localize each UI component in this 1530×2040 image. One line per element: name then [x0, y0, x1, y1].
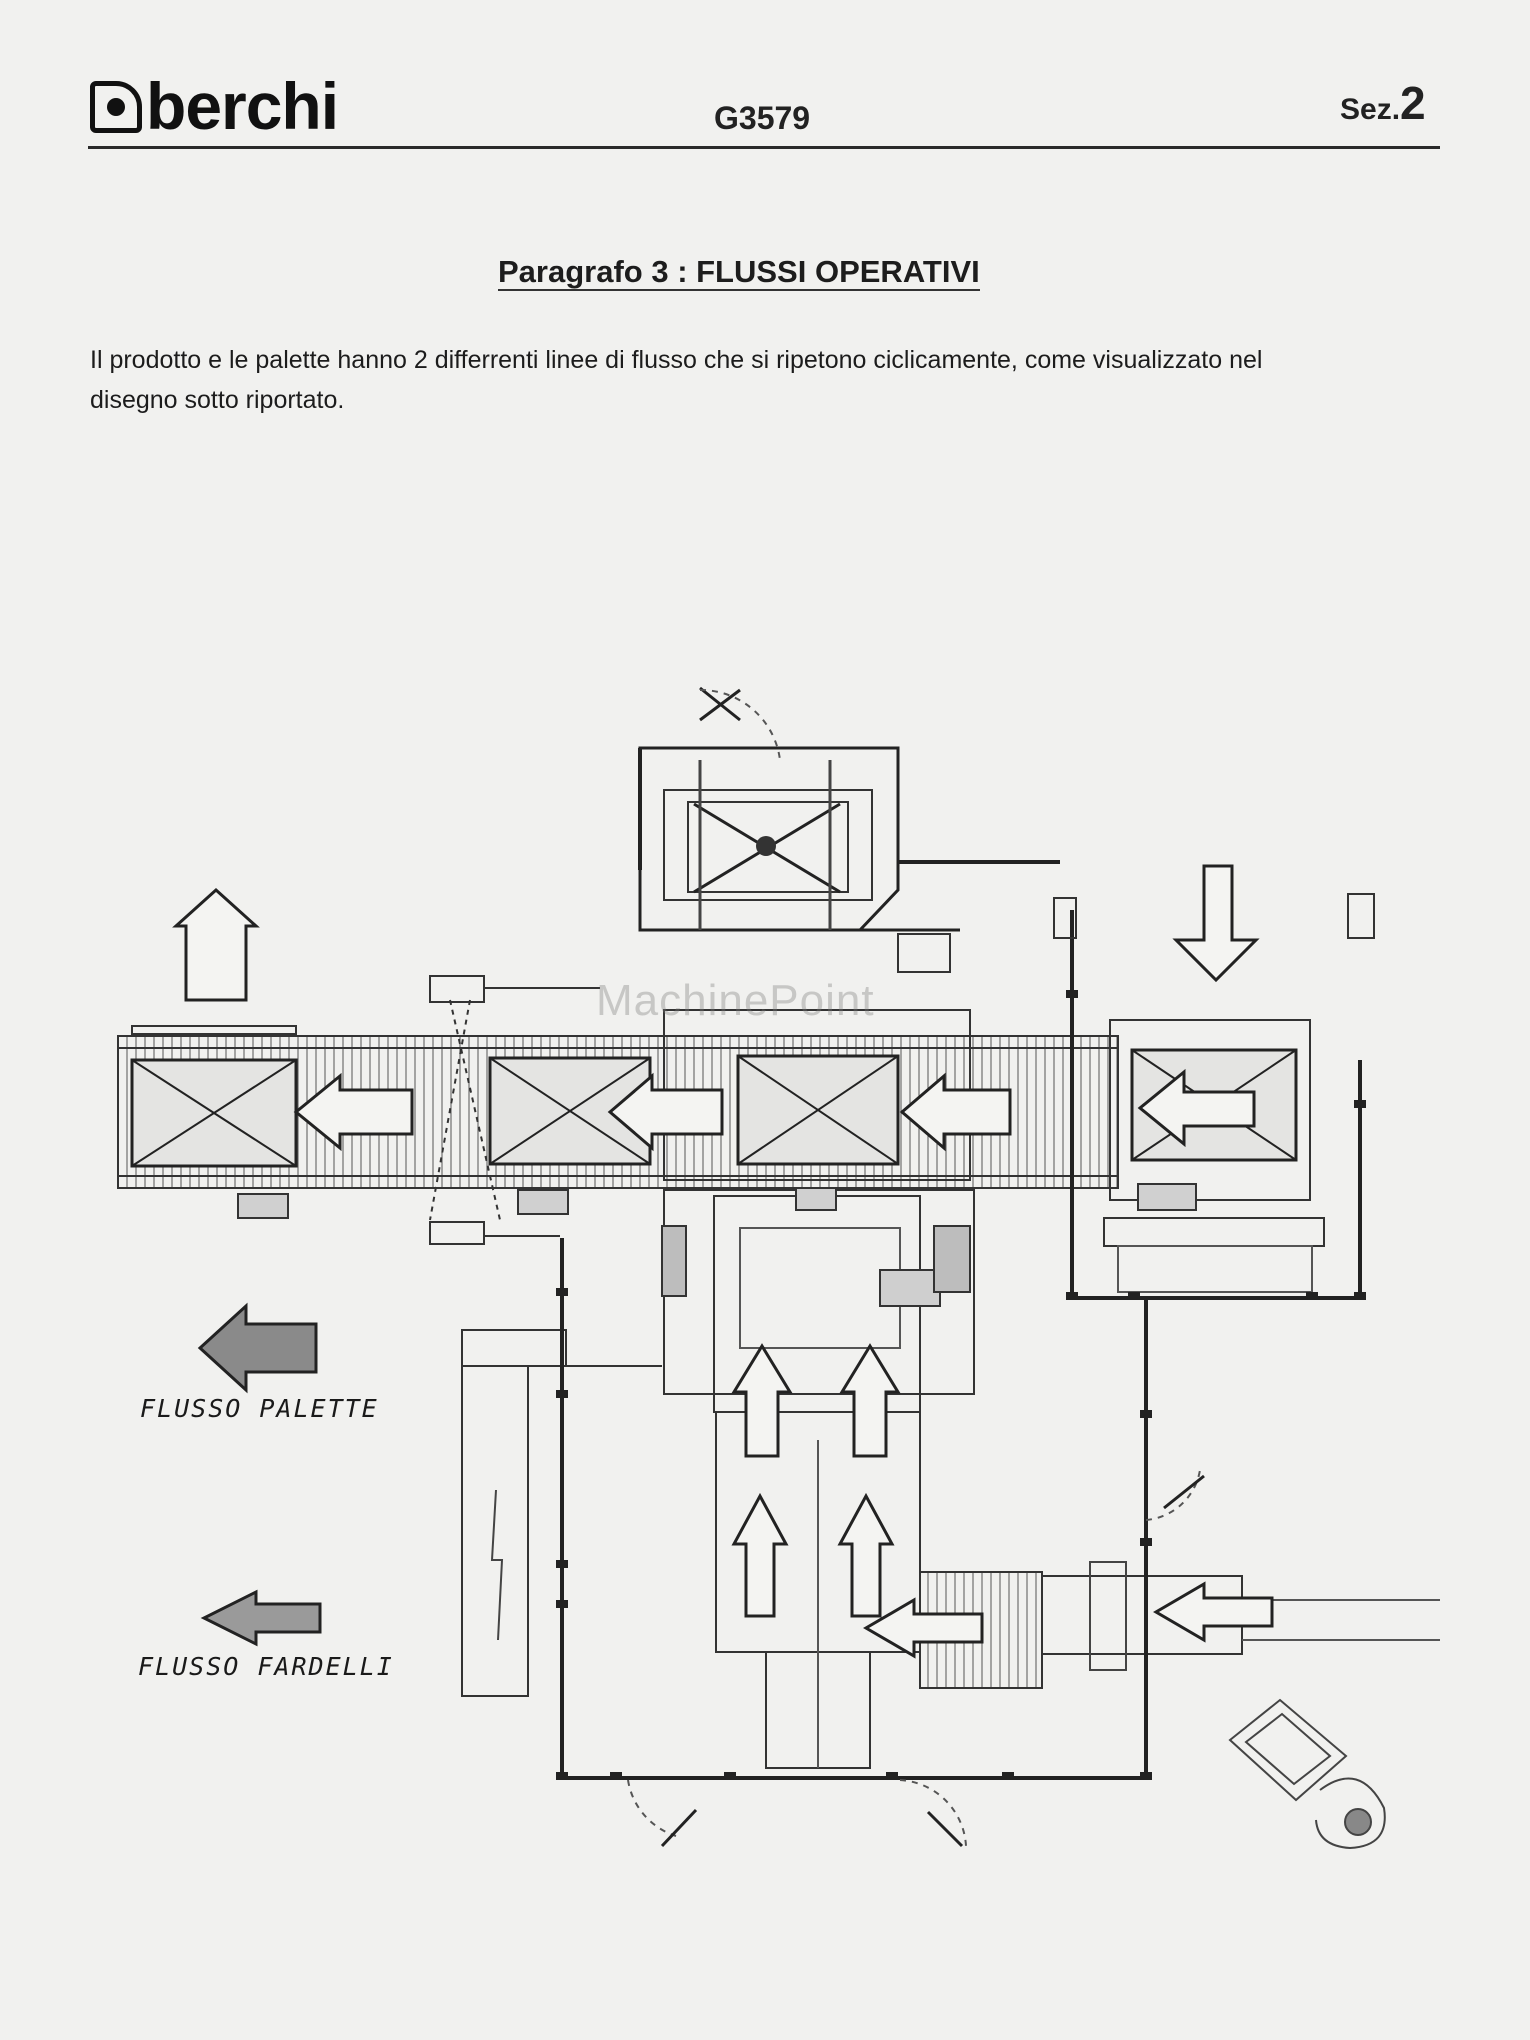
arrow-up-icon [837, 1492, 895, 1618]
palletizer-head [638, 686, 960, 932]
brand-name: berchi [146, 69, 339, 143]
arrow-left-icon [1137, 1068, 1256, 1148]
flow-arrows-hollow [172, 864, 1274, 1659]
arrow-left-icon [1153, 1581, 1274, 1643]
brand-logo: berchi [90, 68, 339, 144]
drive-motors [237, 1183, 1197, 1219]
paragraph-title-text: Paragrafo 3 : FLUSSI OPERATIVI [498, 254, 980, 291]
intro-text: Il prodotto e le palette hanno 2 differr… [90, 340, 1410, 420]
arrow-left-icon [293, 1072, 414, 1152]
pallet-1 [130, 1058, 298, 1168]
gate-leaves [660, 688, 1205, 1848]
fence-gates [627, 688, 1201, 1847]
fence-posts [556, 990, 1366, 1780]
paragraph-title: Paragrafo 3 : FLUSSI OPERATIVI [498, 254, 980, 291]
document-code: G3579 [714, 100, 811, 136]
operator-panel [1228, 1698, 1386, 1850]
section-label: Sez. [1340, 93, 1401, 126]
section-number: 2 [1400, 77, 1426, 129]
arrow-left-icon [607, 1072, 724, 1152]
intro-line-1: Il prodotto e le palette hanno 2 differr… [90, 346, 1263, 374]
light-curtain-sensors [429, 975, 600, 1245]
exit-ramp [461, 1329, 662, 1697]
arrow-up-icon [839, 1343, 901, 1458]
arrow-down-icon [1172, 864, 1260, 983]
brand-mark-icon [90, 81, 142, 133]
legend-palette-flow-label: FLUSSO PALETTE [140, 1394, 379, 1423]
arrow-left-icon [899, 1072, 1012, 1152]
arrow-up-icon [172, 887, 260, 1002]
pallet-3 [736, 1054, 900, 1166]
legend-palette-arrow-icon [197, 1302, 318, 1394]
section-indicator: Sez.2 [1340, 76, 1426, 130]
control-boxes [897, 893, 1375, 973]
header-divider [88, 146, 1440, 149]
legend-bundle-arrow-icon [200, 1589, 322, 1647]
intro-line-2: disegno sotto riportato. [90, 386, 345, 414]
pallet-magazine [1103, 1019, 1325, 1293]
arrow-up-icon [731, 1492, 789, 1618]
legend-bundle-flow-label: FLUSSO FARDELLI [138, 1652, 394, 1681]
watermark: MachinePoint [596, 976, 875, 1025]
arrow-up-icon [731, 1343, 793, 1458]
arrow-left-icon [863, 1597, 984, 1659]
layer-forming-station [661, 1009, 975, 1769]
